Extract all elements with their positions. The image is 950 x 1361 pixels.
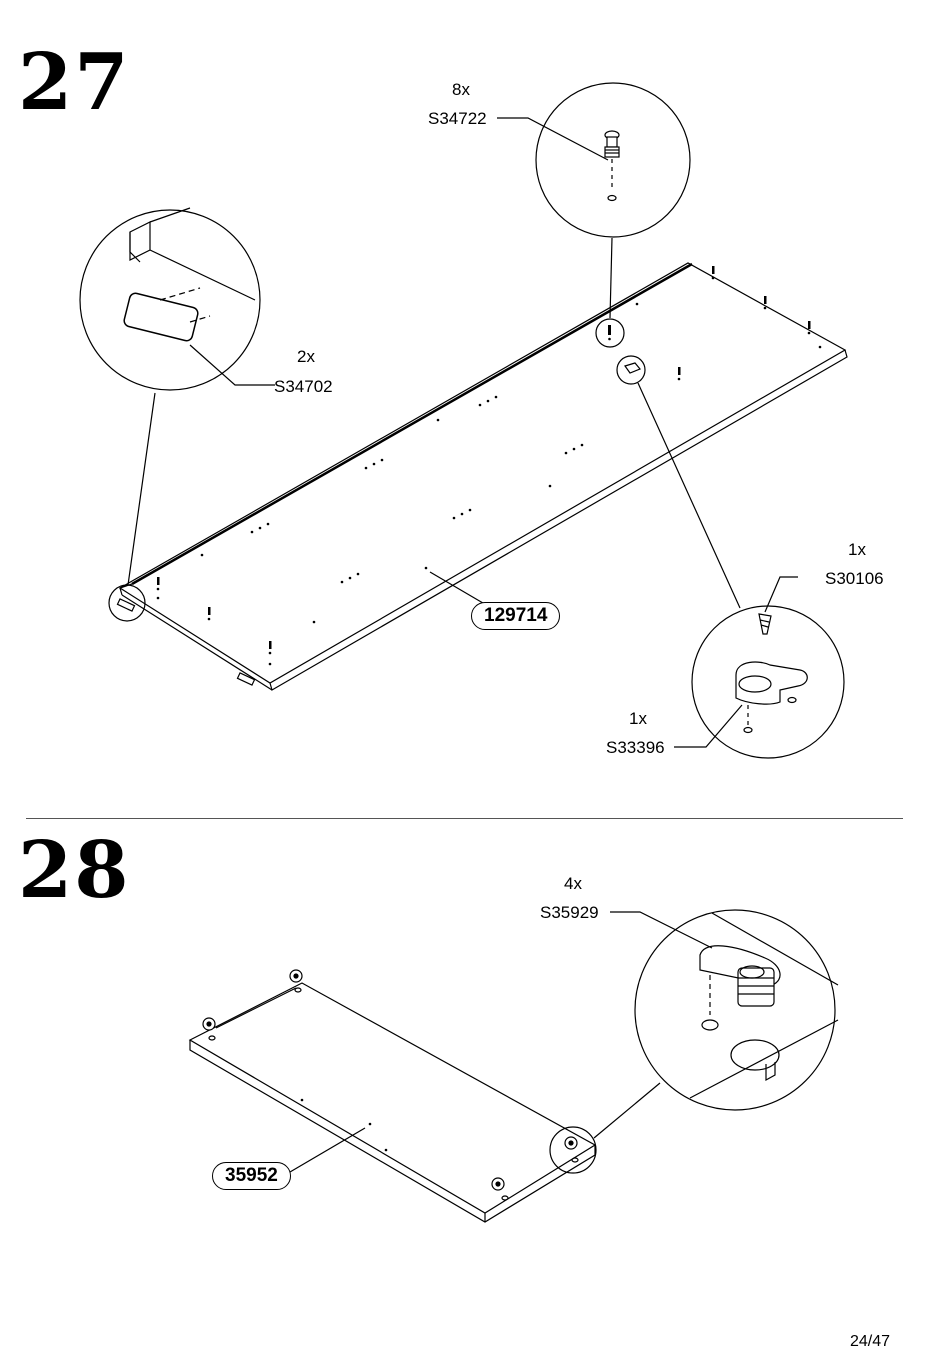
part-qty-S34722: 8x — [452, 80, 470, 99]
part-qty-S34702: 2x — [297, 347, 315, 366]
part-code-S34702: S34702 — [274, 377, 333, 396]
panel-label-35952: 35952 — [212, 1162, 291, 1190]
part-code-S30106: S30106 — [825, 569, 884, 588]
part-code-S35929: S35929 — [540, 903, 599, 922]
callout-S34702-zoom — [79, 207, 275, 622]
part-qty-S35929: 4x — [564, 874, 582, 893]
part-code-S33396: S33396 — [606, 738, 665, 757]
callout-S35929-zoom — [549, 909, 839, 1174]
panel-129714-drawing — [116, 262, 848, 691]
part-qty-S33396: 1x — [629, 709, 647, 728]
page-number: 24/47 — [849, 1333, 890, 1350]
step-divider — [26, 818, 903, 819]
callout-S34722-zoom — [497, 82, 691, 348]
callout-S30106-S33396-zoom — [616, 355, 845, 759]
step-number-28: 28 — [18, 825, 131, 916]
panel-label-129714: 129714 — [471, 602, 561, 630]
part-qty-S30106: 1x — [848, 540, 866, 559]
cam-locks-on-panel — [202, 969, 579, 1201]
part-code-S34722: S34722 — [428, 109, 487, 128]
panel-holes — [156, 266, 822, 666]
step-number-27: 27 — [18, 37, 131, 128]
